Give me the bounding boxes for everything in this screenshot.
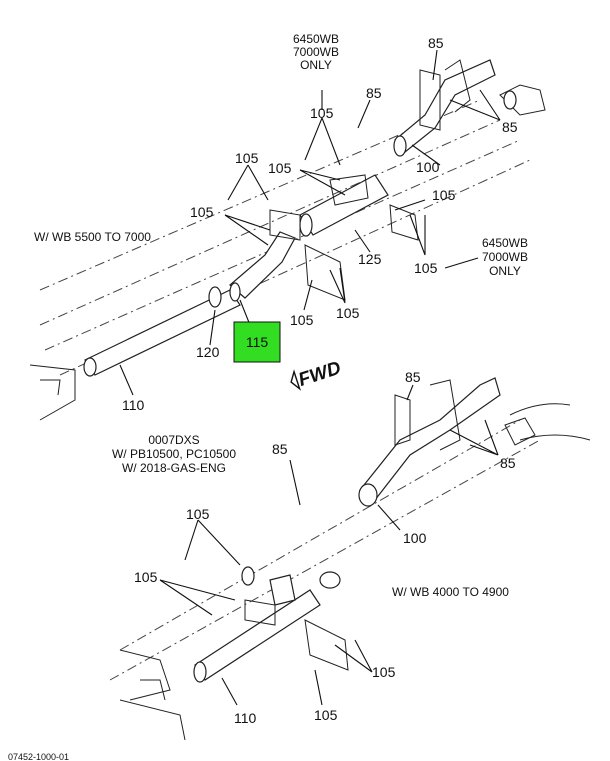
bottom-note-line2: W/ PB10500, PC10500 <box>112 447 236 461</box>
callout-105-c: 105 <box>268 160 292 176</box>
callout-85-a: 85 <box>428 35 444 51</box>
callout-85-d: 85 <box>405 369 421 385</box>
callout-85-e: 85 <box>272 441 288 457</box>
top-note-line1: 6450WB <box>293 32 339 46</box>
top-note-line3: ONLY <box>300 58 332 72</box>
right-note-line1: 6450WB <box>482 236 528 250</box>
footer-id: 07452-1000-01 <box>8 752 69 761</box>
callout-105-b: 105 <box>235 150 259 166</box>
callout-105-h: 105 <box>336 305 360 321</box>
callout-105-j: 105 <box>134 569 158 585</box>
bottom-note-line3: W/ 2018-GAS-ENG <box>122 461 226 475</box>
callout-110-top: 110 <box>122 397 145 413</box>
callout-105-i: 105 <box>186 506 210 522</box>
pipe-100-top <box>394 59 496 153</box>
callout-100-bottom: 100 <box>403 530 427 546</box>
callout-85-f: 85 <box>500 455 516 471</box>
callout-105-g: 105 <box>290 312 314 328</box>
callout-120: 120 <box>196 344 220 360</box>
callout-105-d: 105 <box>190 204 214 220</box>
callout-105-e: 105 <box>432 187 456 203</box>
top-note-line2: 7000WB <box>293 45 339 59</box>
callout-105-l: 105 <box>314 707 338 723</box>
callout-100-top: 100 <box>416 159 440 175</box>
fwd-label: FWD <box>296 358 344 391</box>
right-note-line2: 7000WB <box>482 250 528 264</box>
callout-110-bottom: 110 <box>234 710 257 726</box>
clamp-120 <box>208 286 222 308</box>
wb-4000-note: W/ WB 4000 TO 4900 <box>392 585 509 599</box>
bottom-note-line1: 0007DXS <box>148 433 199 447</box>
callout-105-a: 105 <box>310 105 334 121</box>
bottom-assembly <box>109 377 591 741</box>
pipe-100-bottom <box>359 377 501 501</box>
part-115-highlight[interactable] <box>233 321 281 363</box>
callout-105-k: 105 <box>372 664 396 680</box>
callout-125: 125 <box>358 251 382 267</box>
callout-85-c: 85 <box>502 119 518 135</box>
top-assembly <box>29 49 546 421</box>
wb-5500-note: W/ WB 5500 TO 7000 <box>34 230 151 244</box>
fwd-arrow: FWD <box>290 358 344 391</box>
callout-115[interactable]: 115 <box>246 334 269 350</box>
callout-85-b: 85 <box>366 85 382 101</box>
muffler-125 <box>299 174 389 236</box>
callout-105-f: 105 <box>414 260 438 276</box>
tailpipe-110-bottom <box>194 589 321 681</box>
right-note-line3: ONLY <box>489 264 521 278</box>
